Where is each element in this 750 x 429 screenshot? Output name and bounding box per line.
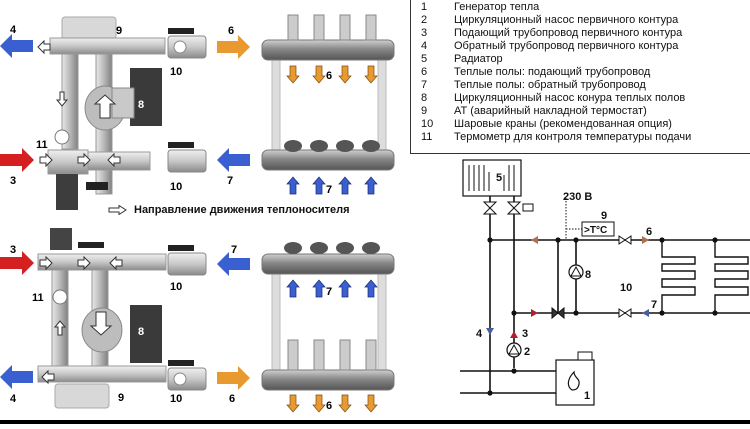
bottom-border bbox=[0, 420, 750, 424]
label-4-schem: 4 bbox=[476, 328, 483, 340]
label-2-schem: 2 bbox=[524, 346, 530, 358]
label-3-bottom: 3 bbox=[10, 244, 16, 256]
arrow-supply-floor-6 bbox=[217, 35, 250, 59]
flow-arrows-bottom bbox=[39, 255, 123, 385]
return-up-arrows bbox=[286, 176, 378, 195]
manifold-supply-bar bbox=[261, 39, 395, 61]
top-manifold: 6 7 bbox=[261, 14, 395, 196]
ball-valve-10-bottom bbox=[167, 149, 207, 173]
manifold-return-bar bbox=[261, 149, 395, 171]
label-9: 9 bbox=[116, 25, 122, 37]
junction-dots bbox=[487, 237, 718, 396]
label-8: 8 bbox=[138, 99, 144, 111]
hydraulic-schematic bbox=[460, 159, 750, 406]
label-7-manifold: 7 bbox=[326, 184, 332, 196]
label-10-bottom: 10 bbox=[170, 181, 182, 193]
label-radiator-5: 5 bbox=[496, 172, 502, 184]
label-7-manifold-bottom: 7 bbox=[326, 286, 332, 298]
label-8-schem: 8 bbox=[585, 269, 591, 281]
flow-arrow-icon bbox=[108, 205, 127, 215]
boiler-1 bbox=[555, 359, 595, 406]
bottom-mixing-unit: 3 7 11 10 8 4 9 10 6 bbox=[0, 228, 250, 409]
arrow-return-primary-4-bottom bbox=[0, 365, 33, 389]
mixing-valve-actuator-bottom bbox=[50, 228, 72, 250]
bottom-manifold: 7 6 bbox=[261, 242, 395, 413]
thermostat-9-symbol bbox=[581, 221, 615, 237]
arrow-return-primary-4 bbox=[0, 34, 33, 58]
label-11-bottom: 11 bbox=[32, 292, 44, 304]
radiator-5 bbox=[462, 159, 522, 197]
label-230v: 230 В bbox=[563, 191, 592, 203]
label-6-manifold-bottom: 6 bbox=[326, 400, 332, 412]
label-6: 6 bbox=[228, 25, 234, 37]
three-way-valve bbox=[551, 306, 559, 320]
thermometer-11-bottom bbox=[52, 289, 68, 305]
arrow-supply-primary-3 bbox=[0, 148, 34, 172]
label-1-schem: 1 bbox=[584, 390, 590, 402]
label-9-schem: 9 bbox=[601, 210, 607, 222]
pump-8-motor-bottom bbox=[130, 305, 162, 363]
top-mixing-unit: 4 9 10 6 8 11 3 10 7 bbox=[0, 16, 250, 210]
valve-caps bbox=[284, 140, 380, 152]
return-header-pipe bbox=[49, 37, 166, 55]
label-8-bottom: 8 bbox=[138, 326, 144, 338]
label-10-bottom-top: 10 bbox=[170, 281, 182, 293]
flow-direction-caption: Направление движения теплоносителя bbox=[108, 204, 350, 216]
supply-header-pipe bbox=[37, 253, 167, 271]
label-3: 3 bbox=[10, 175, 16, 187]
label-3-schem: 3 bbox=[522, 328, 528, 340]
arrow-return-floor-7 bbox=[217, 148, 250, 172]
thermostat-text: >T°C bbox=[584, 225, 607, 236]
label-10-top: 10 bbox=[170, 66, 182, 78]
supply-down-arrows bbox=[286, 65, 378, 84]
thermometer-11 bbox=[54, 129, 70, 145]
arrow-return-floor-7-bottom bbox=[217, 252, 250, 276]
flame-icon bbox=[567, 370, 580, 391]
pump-8-motor bbox=[130, 68, 162, 126]
schematic-labels: 5 230 В 9 >T°C 6 8 10 7 4 3 2 1 bbox=[476, 172, 657, 402]
ball-valve-10-bottom-top bbox=[167, 252, 207, 276]
label-10-schem: 10 bbox=[620, 282, 632, 294]
label-7-schem: 7 bbox=[651, 299, 657, 311]
return-header-pipe-bottom bbox=[37, 365, 167, 383]
arrow-supply-floor-6-bottom bbox=[217, 366, 250, 390]
label-9-bottom: 9 bbox=[118, 392, 124, 404]
mixing-valve-actuator bbox=[56, 174, 78, 210]
thermostat-9 bbox=[61, 16, 117, 40]
label-4: 4 bbox=[10, 24, 17, 36]
label-6-bottom: 6 bbox=[229, 393, 235, 405]
label-10-bottom-bottom: 10 bbox=[170, 393, 182, 405]
arrow-supply-primary-3-bottom bbox=[0, 251, 34, 275]
thermostat-9-bottom bbox=[54, 383, 110, 409]
label-7-bottom: 7 bbox=[231, 244, 237, 256]
flowmeters bbox=[287, 14, 377, 41]
floor-loop-1 bbox=[661, 240, 696, 313]
label-6-manifold: 6 bbox=[326, 70, 332, 82]
label-4-bottom: 4 bbox=[10, 393, 17, 405]
label-6-schem: 6 bbox=[646, 226, 652, 238]
caption-text: Направление движения теплоносителя bbox=[134, 204, 350, 216]
flow-arrows-top bbox=[37, 39, 121, 168]
label-11: 11 bbox=[36, 139, 48, 151]
floor-loop-2 bbox=[714, 240, 749, 313]
label-7: 7 bbox=[227, 175, 233, 187]
